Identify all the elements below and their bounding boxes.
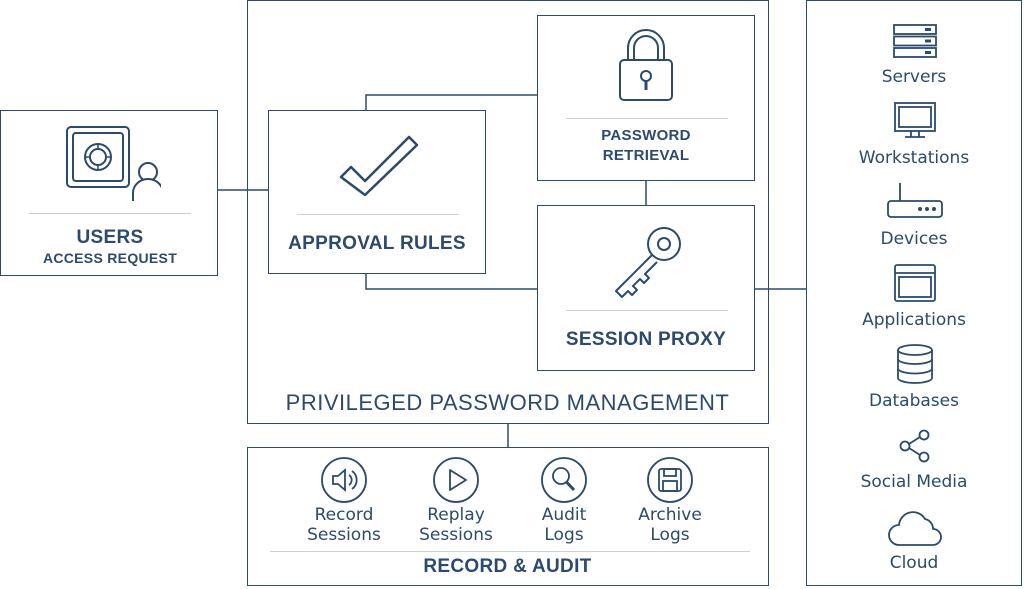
approval-label: APPROVAL RULES [288,233,466,254]
approval-rules-box: APPROVAL RULES [268,110,486,274]
server-icon [893,24,937,62]
users-subtitle: ACCESS REQUEST [42,250,178,266]
target-applications: Applications [862,310,966,330]
audit-logs-line1: Audit [541,505,587,525]
session-proxy-box: SESSION PROXY [537,205,755,371]
database-icon [895,343,935,389]
password-retrieval-box: PASSWORD RETRIEVAL [537,15,755,181]
archive-logs-line1: Archive [638,505,702,525]
speaker-icon [320,456,368,508]
replay-sessions-line2: Sessions [419,525,493,545]
target-social-media: Social Media [860,472,968,492]
record-audit-box: Record Sessions Replay Sessions Audit Lo… [247,447,769,586]
ppm-box: PRIVILEGED PASSWORD MANAGEMENT [247,0,769,424]
proxy-label: SESSION PROXY [565,329,727,350]
password-line2: RETRIEVAL [602,147,690,164]
proxy-separator [566,310,728,311]
padlock-icon [618,28,674,106]
play-icon [432,456,480,508]
safe-user-icon [65,125,164,205]
floppy-icon [646,456,694,508]
targets-box: Servers Workstations Devices Application… [806,0,1022,586]
target-workstations: Workstations [858,148,970,168]
users-box: USERS ACCESS REQUEST [0,110,218,276]
ppm-label: PRIVILEGED PASSWORD MANAGEMENT [285,390,730,415]
cloud-icon [887,509,943,553]
checkmark-icon [339,133,419,203]
users-separator [29,213,191,214]
target-cloud: Cloud [889,553,939,573]
users-title: USERS [76,227,144,248]
approval-separator [297,214,459,215]
audit-label: RECORD & AUDIT [423,556,592,577]
router-icon [886,181,944,225]
target-databases: Databases [869,391,959,411]
share-icon [898,429,932,467]
password-separator [566,118,728,119]
audit-logs-line2: Logs [544,525,584,545]
record-sessions-line2: Sessions [307,525,381,545]
archive-logs-line2: Logs [650,525,690,545]
app-window-icon [893,263,937,307]
magnifier-icon [540,456,588,508]
monitor-icon [893,101,937,145]
audit-separator [270,551,750,552]
target-devices: Devices [880,229,948,249]
replay-sessions-line1: Replay [427,505,485,525]
key-icon [610,224,686,304]
target-servers: Servers [881,67,947,87]
record-sessions-line1: Record [314,505,374,525]
password-line1: PASSWORD [601,127,691,144]
